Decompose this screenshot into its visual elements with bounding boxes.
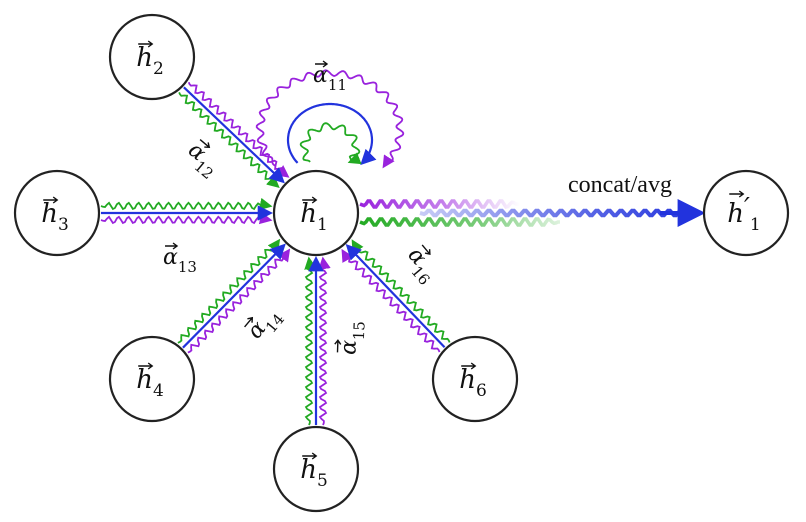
node-h3-circle (13, 169, 101, 257)
node-h4-label-vector-arrow (138, 362, 154, 370)
edge-label-a16-text: α16 (398, 243, 444, 289)
output-purple-wave (359, 199, 521, 209)
node-h1-label-vector-arrow (302, 196, 318, 204)
node-h3-label-vector-arrow (43, 196, 59, 204)
node-h1prime-circle (702, 169, 790, 257)
output-green-wave (359, 217, 560, 227)
node-h5-label: h5 (300, 455, 328, 491)
node-h3-label: h3 (41, 199, 69, 235)
edge-label-a13-text-vector-arrow (165, 242, 179, 250)
edge-h3-h1 (100, 197, 274, 225)
edge-h5-h1-purple-wave (318, 256, 331, 426)
edge-h5-h1 (304, 255, 331, 426)
edge-h6-h1 (341, 239, 451, 353)
node-h1-label: h1 (300, 199, 328, 235)
edge-h4-h1 (177, 238, 291, 354)
edge-h4-h1-purple-wave (187, 248, 291, 354)
edge-h6-h1-blue-line (345, 243, 446, 348)
edge-label-a16: α16 (398, 243, 444, 289)
output-edge-layer (359, 199, 706, 227)
node-h2-label: h2 (136, 43, 164, 79)
node-h2-label-vector-arrow (138, 40, 154, 48)
edge-label-a11-text-vector-arrow (315, 60, 329, 68)
edge-h4-h1-blue-line (182, 243, 286, 349)
edge-h2-h1-blue-line (183, 86, 285, 184)
node-h5-label-vector-arrow (302, 452, 318, 460)
edge-label-a11: α11 (313, 60, 347, 94)
node-h1-circle (272, 169, 360, 257)
edge-h6-h1-purple-wave (341, 248, 441, 353)
edge-h2-h1-purple-wave (187, 81, 290, 178)
edges-layer (100, 81, 451, 426)
edge-label-a16-text-vector-arrow (421, 244, 431, 256)
edge-label-a14: α14 (243, 302, 289, 348)
node-h6-circle (431, 335, 519, 423)
edge-h3-h1-green-wave (100, 197, 273, 211)
node-h5-circle (272, 425, 360, 513)
self-loop-purple-wave (255, 69, 405, 169)
self-loop-green-wave (299, 122, 362, 165)
node-h4: h4 (108, 335, 196, 423)
edge-h6-h1-green-wave (351, 239, 451, 343)
self-loop-blue-line (286, 102, 377, 166)
edge-label-a12-text: α12 (179, 138, 225, 184)
node-h4-label: h4 (136, 365, 164, 401)
edge-label-a13-text: α13 (163, 245, 197, 276)
edge-label-a15-text: α15 (336, 320, 368, 355)
edge-h3-h1-purple-wave (100, 211, 273, 225)
node-h3: h3 (13, 169, 101, 257)
node-h6-label-vector-arrow (461, 362, 477, 370)
node-h1prime-label: h′1 (727, 193, 760, 235)
edge-label-a12: α12 (179, 138, 225, 184)
node-h1prime-label-vector-arrow (729, 190, 745, 198)
node-h1prime: h′1 (702, 169, 790, 257)
edge-h2-h1 (178, 81, 290, 189)
node-h5: h5 (272, 425, 360, 513)
node-h6-label: h6 (459, 365, 487, 401)
edge-labels-layer: α11 α12 α13 α14 α15 α16 concat/avg (163, 60, 672, 355)
node-h2: h2 (108, 13, 196, 101)
edge-label-a14-text-vector-arrow (244, 316, 254, 328)
edge-label-a12-text-vector-arrow (199, 139, 211, 149)
node-h2-circle (108, 13, 196, 101)
node-h6: h6 (431, 335, 519, 423)
edge-label-a13: α13 (163, 242, 197, 276)
edge-label-a14-text: α14 (243, 302, 289, 348)
edge-h5-h1-green-wave (304, 256, 317, 426)
output-blue-wave (419, 208, 701, 218)
node-h1: h1 (272, 169, 360, 257)
edge-label-a11-text: α11 (313, 63, 347, 94)
edge-h4-h1-green-wave (177, 238, 281, 344)
nodes-layer: h1 h2 h3 h4 h5 h6 h′1 (13, 13, 790, 513)
edge-h2-h1-green-wave (178, 92, 280, 189)
node-h4-circle (108, 335, 196, 423)
edge-label-a15-text-vector-arrow (334, 339, 342, 353)
output-label: concat/avg (568, 172, 672, 198)
edge-label-a15: α15 (334, 320, 369, 355)
self-loop-layer (255, 69, 405, 169)
